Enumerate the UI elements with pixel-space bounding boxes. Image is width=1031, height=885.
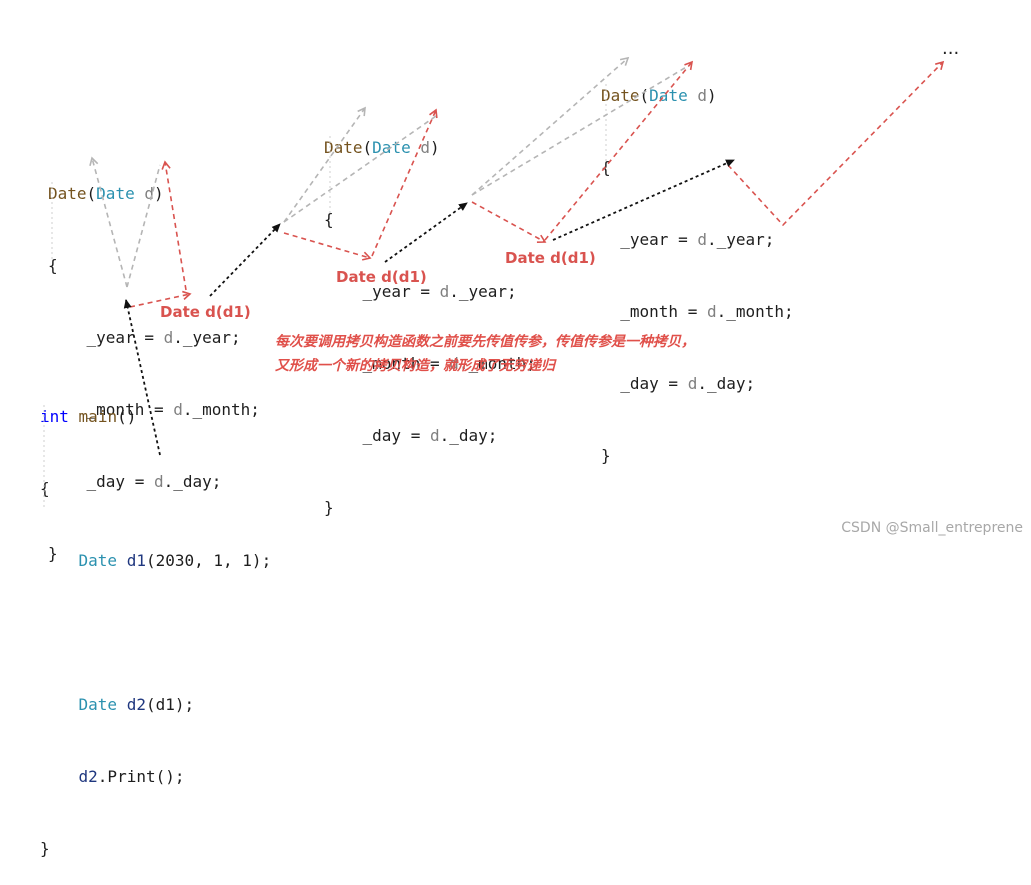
declare-d2: Date d2(d1);	[78, 695, 195, 714]
copy-constructor-block-2: Date(Date d) { _year = d._year; _month =…	[324, 88, 536, 544]
gray-arrows	[89, 56, 689, 288]
main-signature: int main()	[40, 407, 137, 426]
copy-constructor-block-1: Date(Date d) { _year = d._year; _month =…	[48, 134, 260, 590]
constructor-signature: Date(Date d)	[48, 184, 164, 203]
black-arrow	[123, 299, 161, 456]
gray-arrow	[471, 65, 689, 196]
red-arrow	[161, 160, 187, 291]
call-label-1: Date d(d1)	[160, 303, 251, 321]
print-call: d2.Print();	[78, 767, 185, 786]
red-arrow	[727, 60, 945, 227]
red-arrows	[129, 60, 945, 308]
main-open-brace: {	[40, 479, 50, 498]
assign-day: _day = d._day;	[86, 472, 222, 491]
black-arrow	[552, 159, 735, 241]
red-arrow	[283, 232, 372, 261]
red-arrow	[371, 108, 438, 257]
note-line-1: 每次要调用拷贝构造函数之前要先传值传参，传值传参是一种拷贝，	[275, 334, 695, 350]
note-line-2: 又形成一个新的拷贝构造，就形成了无穷递归	[275, 358, 555, 374]
arrows-layer	[43, 56, 945, 510]
recursion-explanation: 每次要调用拷贝构造函数之前要先传值传参，传值传参是一种拷贝， 又形成一个新的拷贝…	[275, 330, 695, 378]
main-close-brace: }	[40, 839, 50, 858]
close-brace: }	[601, 446, 611, 465]
red-arrow	[129, 290, 192, 308]
assign-year: _year = d._year;	[620, 230, 775, 249]
gray-arrow	[89, 156, 128, 288]
assign-year: _year = d._year;	[362, 282, 517, 301]
black-arrow	[384, 202, 468, 263]
black-arrow	[209, 223, 281, 297]
blank-line	[40, 621, 271, 645]
copy-constructor-block-3: Date(Date d) { _year = d._year; _month =…	[601, 36, 794, 492]
indent-guides	[43, 84, 607, 510]
open-brace: {	[48, 256, 58, 275]
gray-arrow	[283, 115, 437, 223]
watermark: CSDN @Small_entreprene	[841, 520, 1023, 536]
gray-arrow	[126, 164, 161, 288]
assign-day: _day = d._day;	[362, 426, 498, 445]
gray-arrow	[283, 106, 366, 223]
call-label-2: Date d(d1)	[336, 268, 427, 286]
assign-year: _year = d._year;	[86, 328, 241, 347]
red-arrow	[471, 201, 547, 243]
assign-day: _day = d._day;	[620, 374, 756, 393]
declare-d1: Date d1(2030, 1, 1);	[78, 551, 272, 570]
red-arrow	[544, 60, 694, 241]
close-brace: }	[324, 498, 334, 517]
assign-month: _month = d._month;	[362, 354, 536, 373]
assign-month: _month = d._month;	[620, 302, 794, 321]
ellipsis-more: ...	[942, 38, 960, 59]
open-brace: {	[324, 210, 334, 229]
gray-arrow	[471, 56, 630, 196]
black-arrows	[123, 159, 735, 456]
call-label-3: Date d(d1)	[505, 249, 596, 267]
assign-month: _month = d._month;	[86, 400, 260, 419]
